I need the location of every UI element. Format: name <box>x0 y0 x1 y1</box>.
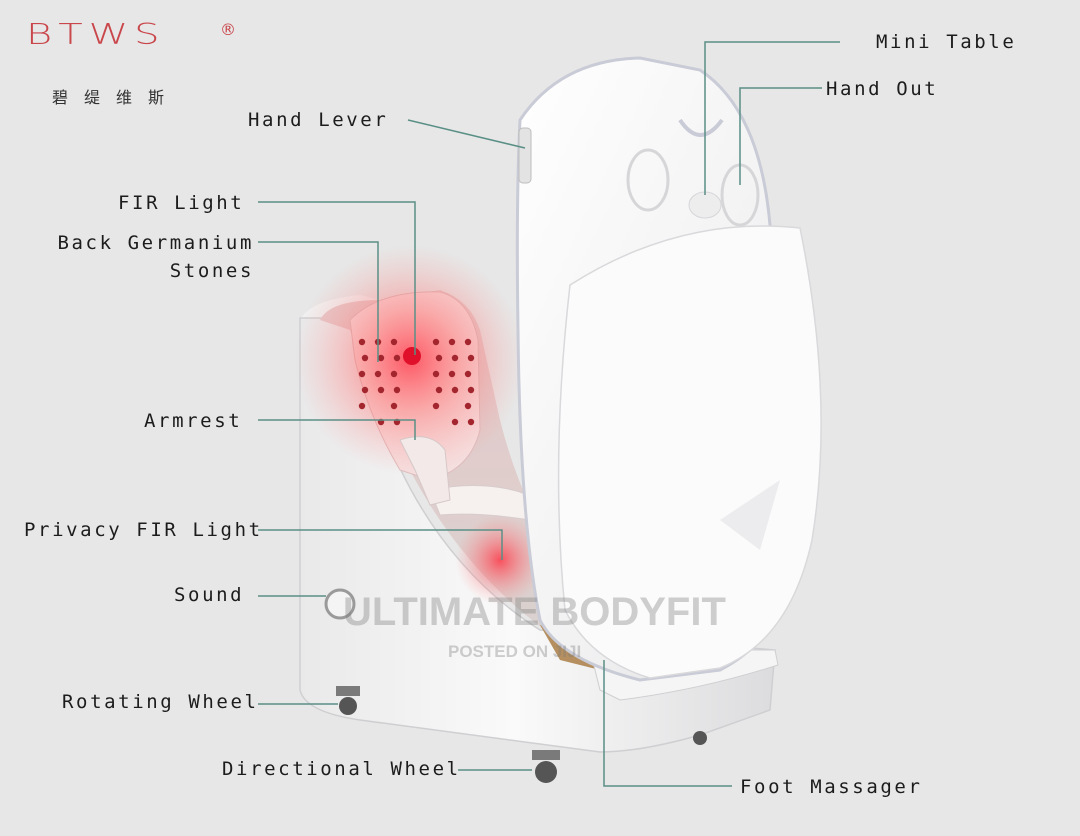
stone-dot <box>451 386 459 394</box>
label-directional-wheel: Directional Wheel <box>222 758 461 780</box>
stone-dot <box>448 370 456 378</box>
lid-crease <box>720 480 780 550</box>
registered-mark: ® <box>220 20 236 39</box>
stone-dot <box>464 402 472 410</box>
speaker <box>324 588 356 620</box>
hand-out-left <box>626 148 670 212</box>
stone-dot <box>451 418 459 426</box>
stone-dot <box>467 418 475 426</box>
stone-dot <box>435 354 443 362</box>
stone-dot <box>432 338 440 346</box>
lid-front-cover <box>557 225 822 679</box>
brand-chinese-name: 碧缇维斯 <box>52 88 181 107</box>
label-hand-out: Hand Out <box>826 78 939 100</box>
stone-dot <box>358 402 366 410</box>
stone-dot <box>390 338 398 346</box>
label-hand-lever: Hand Lever <box>248 109 389 131</box>
rotating-wheel <box>336 686 360 715</box>
hand-lever <box>518 127 532 184</box>
stone-dot <box>390 370 398 378</box>
stone-dot <box>448 338 456 346</box>
label-back-germanium-line2: Stones <box>169 260 254 282</box>
watermark-title: ULTIMATE BODYFIT <box>343 590 726 634</box>
label-back-germanium: Back Germanium Stones <box>42 231 254 283</box>
stone-dot <box>393 386 401 394</box>
stone-dot <box>361 386 369 394</box>
lid-notch <box>678 118 724 137</box>
stone-dot <box>374 370 382 378</box>
armrest-shape <box>399 436 451 506</box>
stone-dot <box>377 354 385 362</box>
stone-dot <box>377 386 385 394</box>
watermark-subtitle: POSTED ON JIJI <box>448 642 582 661</box>
label-rotating-wheel: Rotating Wheel <box>62 691 259 713</box>
brand-logo: BTWS <box>26 18 166 52</box>
stone-dot <box>358 370 366 378</box>
mini-table-knob <box>688 191 722 219</box>
stone-dot <box>451 354 459 362</box>
stone-dot <box>467 386 475 394</box>
directional-wheel <box>532 750 560 783</box>
stone-dot <box>464 370 472 378</box>
stone-dot <box>432 402 440 410</box>
label-armrest: Armrest <box>144 410 243 432</box>
stone-dot <box>358 338 366 346</box>
privacy-fir-glow <box>455 515 545 605</box>
label-fir-light: FIR Light <box>118 192 245 214</box>
stone-dot <box>361 354 369 362</box>
stone-dot <box>435 386 443 394</box>
stone-dot <box>467 354 475 362</box>
leader-lines <box>258 41 840 787</box>
label-back-germanium-line1: Back Germanium <box>57 232 254 254</box>
stone-dot <box>390 402 398 410</box>
label-privacy-fir-light: Privacy FIR Light <box>24 519 263 541</box>
label-foot-massager: Foot Massager <box>740 776 923 798</box>
stone-dot <box>464 338 472 346</box>
label-mini-table: Mini Table <box>876 31 1017 53</box>
germanium-stones <box>358 338 475 426</box>
stone-dot <box>432 370 440 378</box>
stone-dot <box>393 354 401 362</box>
fir-light-bulb <box>403 347 421 365</box>
rear-wheel <box>693 731 707 745</box>
label-sound: Sound <box>174 584 245 606</box>
